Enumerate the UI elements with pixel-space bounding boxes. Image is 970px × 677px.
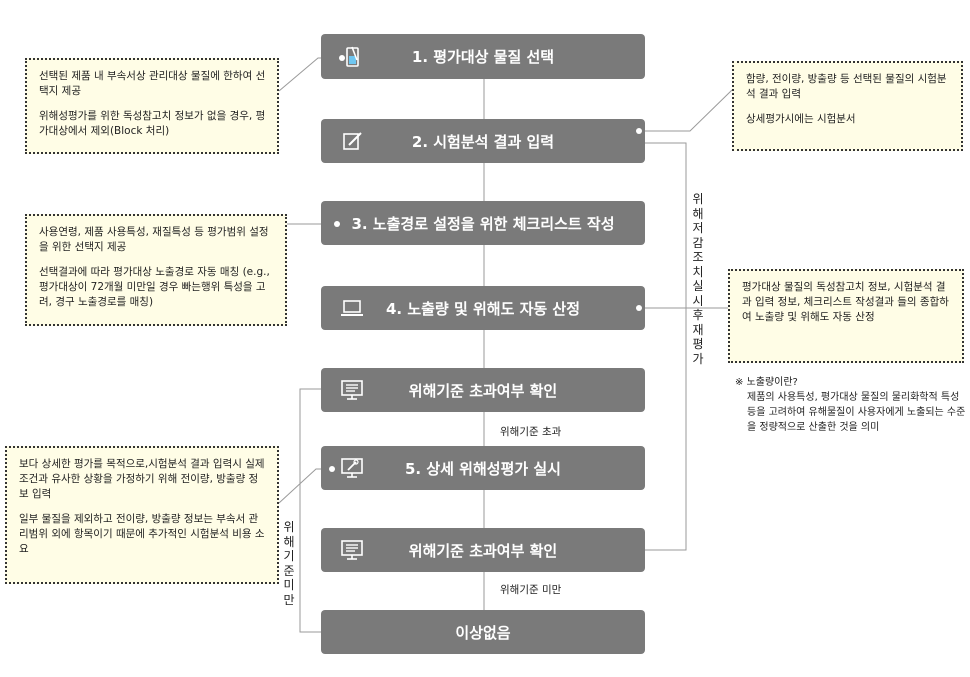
step-select-substance: 1. 평가대상 물질 선택: [321, 34, 645, 79]
definition-title: ※ 노출량이란?: [735, 377, 798, 388]
step-detailed-assessment: 5. 상세 위해성평가 실시: [321, 446, 645, 490]
note-text: 함량, 전이량, 방출량 등 선택된 물질의 시험분석 결과 입력: [746, 73, 947, 100]
beaker-icon: [346, 46, 359, 67]
label-below: 위해기준 미만: [500, 584, 562, 596]
step-check-threshold-2: 위해기준 초과여부 확인: [321, 528, 645, 572]
connector-dot: [636, 128, 642, 134]
note-text: 사용연령, 제품 사용특성, 재질특성 등 평가범위 설정을 위한 선택지 제공: [39, 226, 269, 253]
monitor-chart-icon: [341, 380, 363, 400]
step-label: 위해기준 초과여부 확인: [408, 381, 558, 400]
monitor-chart-icon: [341, 540, 363, 560]
step-label: 이상없음: [455, 623, 511, 642]
note-text: 보다 상세한 평가를 목적으로,시험분석 결과 입력시 실제조건과 유사한 상황…: [19, 458, 265, 500]
step-label: 5. 상세 위해성평가 실시: [404, 459, 561, 478]
step-label: 3. 노출경로 설정을 위한 체크리스트 작성: [351, 214, 615, 233]
edit-icon: [343, 132, 362, 150]
step-label: 위해기준 초과여부 확인: [408, 541, 558, 560]
laptop-icon: [341, 300, 363, 316]
note-text: 선택결과에 따라 평가대상 노출경로 자동 매칭 (e.g., 평가대상이 72…: [39, 266, 270, 308]
note-text: 위해성평가를 위한 독성참고치 정보가 없을 경우, 평가대상에서 제외(Blo…: [39, 110, 266, 137]
note-text: 일부 물질을 제외하고 전이량, 방출량 정보는 부속서 관리범위 외에 항목이…: [19, 513, 265, 555]
connector-dot: [339, 55, 345, 61]
note-text: 상세평가시에는 시험분서: [746, 113, 856, 125]
step-auto-calc: 4. 노출량 및 위해도 자동 산정: [321, 286, 645, 330]
connector-dot: [334, 221, 340, 227]
step-check-threshold-1: 위해기준 초과여부 확인: [321, 368, 645, 412]
connector-dot: [636, 305, 642, 311]
note-test-results: 함량, 전이량, 방출량 등 선택된 물질의 시험분석 결과 입력 상세평가시에…: [732, 61, 963, 151]
note-auto-calc: 평가대상 물질의 독성참고치 정보, 시험분석 결과 입력 정보, 체크리스트 …: [728, 269, 964, 363]
step-label: 4. 노출량 및 위해도 자동 산정: [385, 299, 581, 318]
label-exceed: 위해기준 초과: [500, 426, 562, 438]
step-label: 1. 평가대상 물질 선택: [411, 48, 555, 66]
note-text: 선택된 제품 내 부속서상 관리대상 물질에 한하여 선택지 제공: [39, 70, 266, 97]
connector-dot: [329, 466, 335, 472]
note-detailed-assessment: 보다 상세한 평가를 목적으로,시험분석 결과 입력시 실제조건과 유사한 상황…: [5, 446, 279, 584]
step-no-issue: 이상없음: [321, 610, 645, 654]
step-checklist: 3. 노출경로 설정을 위한 체크리스트 작성: [321, 201, 645, 245]
monitor-tools-icon: [341, 458, 363, 478]
label-reevaluation: 위해저감조치실시후재평가: [692, 192, 704, 366]
note-checklist: 사용연령, 제품 사용특성, 재질특성 등 평가범위 설정을 위한 선택지 제공…: [25, 214, 287, 326]
note-text: 평가대상 물질의 독성참고치 정보, 시험분석 결과 입력 정보, 체크리스트 …: [742, 281, 949, 323]
definition-body: 제품의 사용특성, 평가대상 물질의 물리화학적 특성 등을 고려하여 유해물질…: [747, 392, 966, 433]
step-input-test-results: 2. 시험분석 결과 입력: [321, 119, 645, 163]
step-label: 2. 시험분석 결과 입력: [411, 132, 555, 151]
definition-exposure: ※ 노출량이란? 제품의 사용특성, 평가대상 물질의 물리화학적 특성 등을 …: [735, 375, 970, 435]
label-below-vertical: 위해기준미만: [283, 520, 295, 607]
note-select-substance: 선택된 제품 내 부속서상 관리대상 물질에 한하여 선택지 제공 위해성평가를…: [25, 58, 279, 154]
